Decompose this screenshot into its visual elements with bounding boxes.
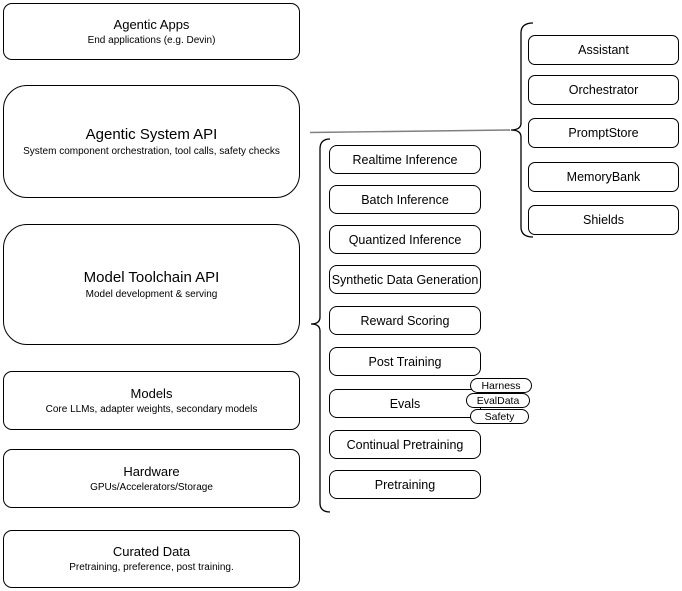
system-component-shields: Shields [528,205,679,235]
node-label: Reward Scoring [360,313,450,328]
node-label: Continual Pretraining [346,437,464,452]
eval-tag-evaldata: EvalData [466,393,530,408]
box-title: Agentic Apps [113,16,190,32]
node-label: Shields [583,213,624,227]
box-title: Hardware [123,463,180,479]
box-subtitle: Pretraining, preference, post training. [69,562,234,573]
box-model-toolchain-api: Model Toolchain API Model development & … [3,224,300,345]
node-label: Realtime Inference [352,152,458,167]
node-label: Batch Inference [361,192,449,207]
node-label: Assistant [578,43,629,57]
toolchain-item-post-training: Post Training [329,347,481,376]
toolchain-item-batch-inference: Batch Inference [329,185,481,214]
node-label: Orchestrator [568,83,639,97]
node-label: Pretraining [374,477,436,492]
components-bracket [510,22,534,238]
node-label: PromptStore [568,126,639,140]
box-title: Curated Data [112,544,191,559]
toolchain-item-evals: Evals [329,389,481,418]
node-label: EvalData [476,394,520,407]
box-subtitle: System component orchestration, tool cal… [23,145,280,157]
box-agentic-system-api: Agentic System API System component orch… [3,85,300,198]
box-title: Model Toolchain API [83,268,220,286]
toolchain-item-realtime-inference: Realtime Inference [329,145,481,174]
box-curated-data: Curated Data Pretraining, preference, po… [3,530,300,588]
node-label: Quantized Inference [348,232,462,247]
toolchain-item-synthetic-data-generation: Synthetic Data Generation [329,265,481,294]
node-label: Evals [389,396,421,411]
node-label: Synthetic Data Generation [331,272,479,287]
node-label: MemoryBank [566,170,641,184]
box-agentic-apps: Agentic Apps End applications (e.g. Devi… [3,3,300,60]
box-title: Agentic System API [85,125,218,143]
system-api-connector-line [309,129,511,134]
node-label: Safety [484,410,515,423]
system-component-memorybank: MemoryBank [528,162,679,192]
node-label: Harness [481,379,521,392]
box-subtitle: End applications (e.g. Devin) [87,34,216,46]
toolchain-item-quantized-inference: Quantized Inference [329,225,481,254]
eval-tag-safety: Safety [470,409,529,424]
box-title: Models [130,385,173,401]
toolchain-item-pretraining: Pretraining [329,470,481,499]
box-models: Models Core LLMs, adapter weights, secon… [3,371,300,430]
node-label: Post Training [368,354,442,369]
box-subtitle: Core LLMs, adapter weights, secondary mo… [45,403,258,415]
box-subtitle: Model development & serving [85,288,218,300]
system-component-orchestrator: Orchestrator [528,75,679,105]
system-component-assistant: Assistant [528,35,679,65]
system-component-promptstore: PromptStore [528,118,679,148]
toolchain-bracket [310,138,331,513]
box-subtitle: GPUs/Accelerators/Storage [90,481,213,493]
toolchain-item-reward-scoring: Reward Scoring [329,306,481,335]
eval-tag-harness: Harness [470,378,532,393]
toolchain-item-continual-pretraining: Continual Pretraining [329,430,481,459]
box-hardware: Hardware GPUs/Accelerators/Storage [3,449,300,508]
